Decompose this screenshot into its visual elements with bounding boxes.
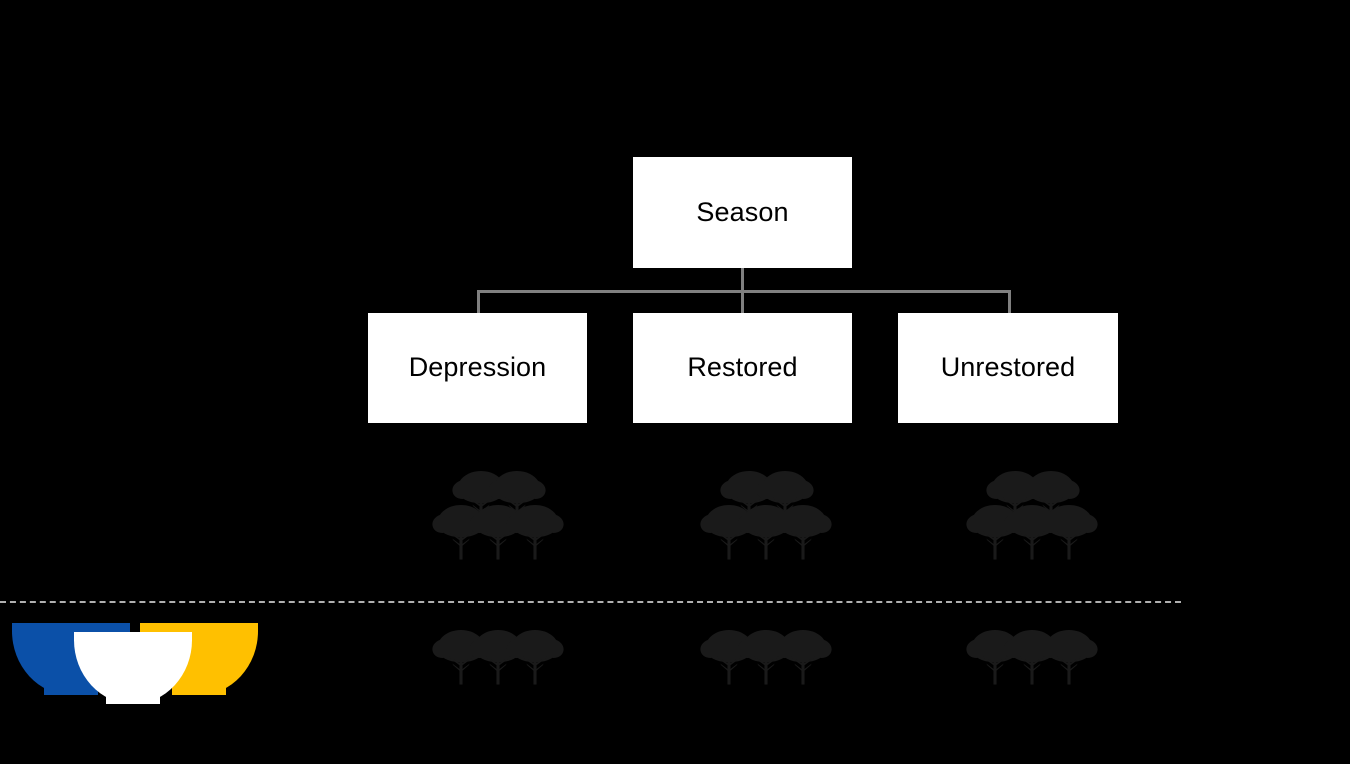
tree-icon xyxy=(754,466,816,528)
tree-group-depression-above xyxy=(428,468,578,564)
node-unrestored[interactable]: Unrestored xyxy=(898,313,1118,423)
divider-dashed-line xyxy=(0,601,1181,603)
bowl-white-icon xyxy=(74,632,192,716)
node-season[interactable]: Season xyxy=(633,157,852,268)
tree-icon xyxy=(772,500,834,562)
connector-drop-depression xyxy=(477,290,480,314)
tree-icon xyxy=(772,625,834,687)
connector-horizontal-bar xyxy=(477,290,1011,293)
tree-group-unrestored-above xyxy=(962,468,1112,564)
tree-icon xyxy=(1038,625,1100,687)
connector-root-stem xyxy=(741,268,744,293)
bowl-white-cup xyxy=(74,640,192,704)
tree-group-restored-above xyxy=(696,468,846,564)
tree-group-depression-below xyxy=(428,625,578,687)
node-season-label: Season xyxy=(696,196,789,227)
connector-drop-unrestored xyxy=(1008,290,1011,314)
bowl-cluster xyxy=(12,618,262,714)
node-depression-label: Depression xyxy=(408,352,547,383)
tree-group-unrestored-below xyxy=(962,625,1112,687)
tree-icon xyxy=(504,500,566,562)
tree-group-restored-below xyxy=(696,625,846,687)
bowl-yellow-rim xyxy=(140,623,258,632)
connector-drop-restored xyxy=(741,290,744,314)
bowl-blue-rim xyxy=(12,623,130,632)
node-unrestored-label: Unrestored xyxy=(940,352,1076,383)
node-restored-label: Restored xyxy=(687,352,798,383)
tree-icon xyxy=(504,625,566,687)
bowl-white-rim xyxy=(74,632,192,641)
node-restored[interactable]: Restored xyxy=(633,313,852,423)
tree-icon xyxy=(1038,500,1100,562)
node-depression[interactable]: Depression xyxy=(368,313,587,423)
